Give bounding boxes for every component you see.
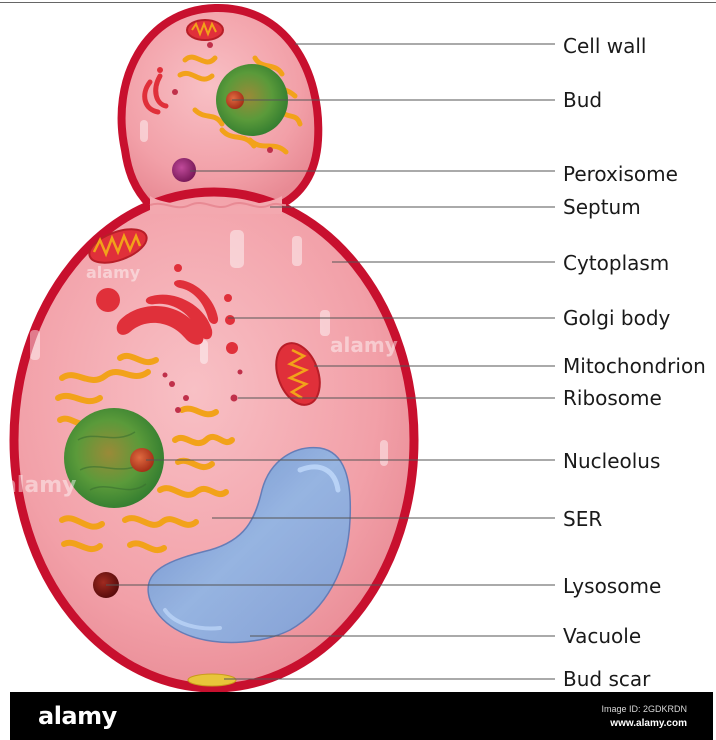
label-nucleolus: Nucleolus [563,451,660,471]
label-golgi-body: Golgi body [563,308,670,328]
label-mitochondrion: Mitochondrion [563,356,706,376]
bud-mitochondrion [187,20,223,40]
site-url-text: www.alamy.com [610,718,687,729]
bud-scar-shape [188,674,236,686]
watermark-alamy-1: alamy [86,263,141,282]
nucleus-shape [64,408,164,508]
alamy-logo: alamy [38,702,117,730]
label-ribosome: Ribosome [563,388,662,408]
label-bud: Bud [563,90,602,110]
label-cell-wall: Cell wall [563,36,646,56]
image-id-text: Image ID: 2GDKRDN [601,704,687,714]
label-bud-scar: Bud scar [563,669,650,689]
label-lysosome: Lysosome [563,576,661,596]
label-vacuole: Vacuole [563,626,641,646]
peroxisome-shape [172,158,196,182]
watermark-alamy-3: alamy [2,473,77,498]
watermark-alamy-2: alamy [330,333,398,357]
label-ser: SER [563,509,602,529]
label-peroxisome: Peroxisome [563,164,678,184]
label-cytoplasm: Cytoplasm [563,253,669,273]
watermark-footer: alamy Image ID: 2GDKRDN www.alamy.com [10,692,713,740]
label-septum: Septum [563,197,641,217]
